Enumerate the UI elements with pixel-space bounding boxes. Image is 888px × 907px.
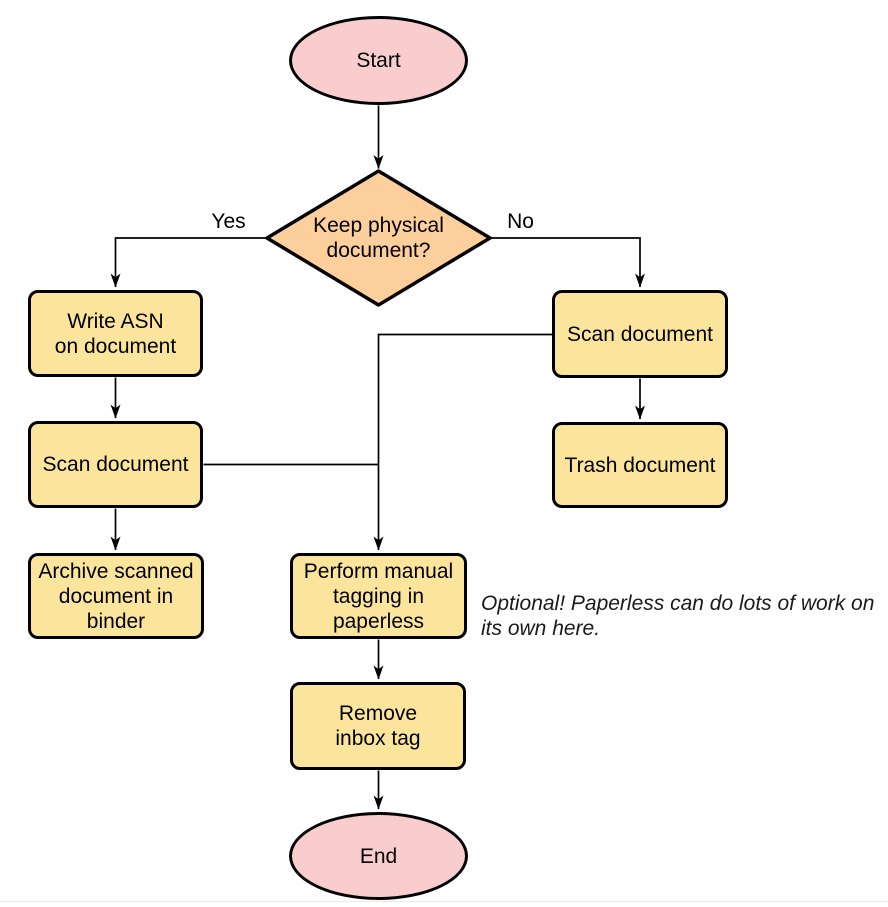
scan-document-left-node: Scan document	[28, 421, 203, 508]
scan-document-left-label: Scan document	[42, 453, 189, 476]
trash-document-label: Trash document	[564, 453, 716, 477]
decision-node-label: Keep physical document?	[313, 214, 444, 262]
decision-diamond-shape	[265, 169, 492, 307]
edge-label-no: No	[498, 209, 543, 234]
page-bottom-divider	[0, 901, 888, 902]
optional-note: Optional! Paperless can do lots of work …	[481, 592, 875, 640]
decision-node: Keep physical document?	[268, 171, 489, 305]
edge-scanright-to-tagging	[373, 333, 552, 551]
edge-label-yes: Yes	[206, 209, 251, 234]
end-node-label: End	[359, 844, 398, 868]
manual-tagging-node: Perform manual tagging in paperless	[290, 553, 467, 639]
edge-decision-no	[490, 237, 645, 288]
scan-document-right-label: Scan document	[567, 322, 713, 346]
manual-tagging-label: Perform manual tagging in paperless	[303, 559, 454, 633]
archive-node: Archive scanned document in binder	[28, 553, 204, 639]
write-asn-node: Write ASN on document	[28, 290, 203, 377]
start-node: Start	[289, 16, 468, 105]
edge-decision-yes	[110, 237, 267, 288]
trash-document-node: Trash document	[552, 422, 728, 508]
remove-inbox-tag-node: Remove inbox tag	[290, 682, 466, 770]
archive-node-label: Archive scanned document in binder	[38, 559, 194, 633]
write-asn-node-label: Write ASN on document	[54, 309, 177, 358]
scan-document-right-node: Scan document	[552, 290, 728, 378]
end-node: End	[289, 812, 468, 900]
start-node-label: Start	[356, 49, 401, 72]
remove-inbox-tag-label: Remove inbox tag	[335, 702, 421, 750]
